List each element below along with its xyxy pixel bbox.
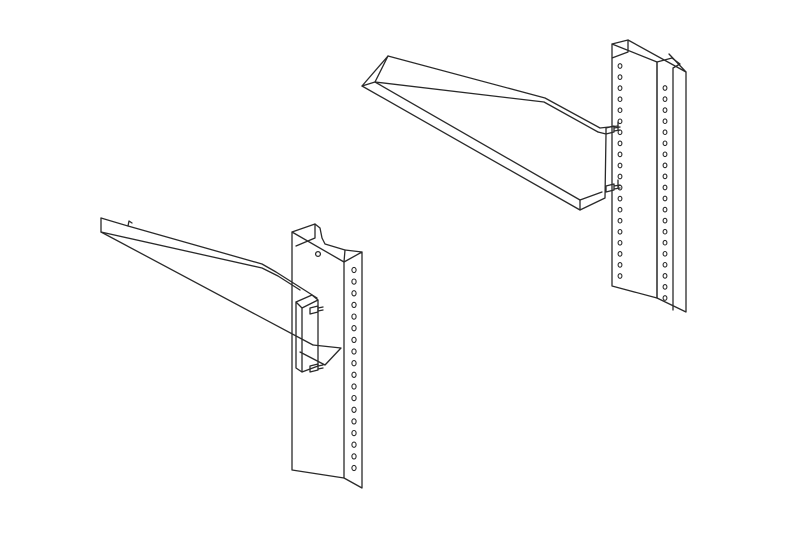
left-bracket-bottom-flange [299,344,342,366]
left-rail-hole-11 [351,383,357,390]
right-rail-side-hole-2 [662,96,668,102]
right-rail-front-hole-1 [617,63,623,69]
left-rail-hole-1 [351,266,357,274]
right-rail-side-hole-8 [662,162,668,169]
right-rail-side-hole-15 [662,239,668,246]
right-bracket-screw-bottom [605,179,621,193]
left-rail-top-return [291,223,316,247]
right-rail-front-hole-2 [617,74,623,80]
left-rail-hole-column [351,266,357,472]
right-rail-top-edge [668,53,687,73]
right-rail-side-hole-5 [662,129,668,136]
left-rail-hole-10 [351,371,357,378]
right-rail-front-hole-18 [617,251,623,257]
right-rail-front-hole-3 [617,85,623,91]
left-screw-top-head [309,305,319,315]
right-rail-side-hole-13 [662,217,668,224]
right-rail-side-hole-1 [662,85,668,91]
left-bracket-screw-bottom [309,363,324,373]
left-rail-hole-12 [351,394,357,402]
left-rail-hole-14 [351,418,357,425]
right-bracket-screw-top [605,121,621,135]
right-bracket-fold-end [374,55,389,83]
right-rail-side-hole-column [662,85,668,301]
right-rail-side-hole-11 [662,195,668,202]
right-rail-side-hole-18 [662,273,668,279]
left-rail-hole-13 [351,406,357,413]
right-bracket-mount-edge [579,131,607,211]
right-rail-side-hole-7 [662,151,668,158]
right-assembly [361,39,687,313]
left-rail-hole-8 [351,348,357,355]
right-rail-front-hole-17 [617,239,623,246]
right-rail-side-hole-14 [662,228,668,235]
right-rail-inner-lip [656,57,681,311]
right-rail-side-hole-17 [662,261,668,268]
right-screw-bottom-head [605,183,615,193]
right-rail-front-hole-9 [617,151,623,158]
left-bracket-screw-top [309,305,324,315]
left-rail-top-hole [314,250,322,258]
left-rail-hole-17 [351,453,357,460]
left-rail-hole-9 [351,360,357,367]
right-rail-side-hole-20 [662,295,668,301]
left-rail-hole-4 [351,301,357,309]
right-rail-side-hole-16 [662,250,668,257]
right-rail-front-hole-11 [617,173,623,180]
left-rail-side-top [344,249,363,253]
right-screw-top-head [605,125,615,135]
right-rail-side-hole-19 [662,284,668,290]
right-cantilever-shelf-bracket [361,55,619,211]
left-rail-hole-6 [351,325,357,332]
right-rail-side-hole-12 [662,206,668,213]
right-rail-top-return [611,39,629,59]
right-rail-side-hole-9 [662,173,668,180]
right-bracket-bottom-flange [579,191,603,201]
left-screw-bottom-head [309,363,319,373]
right-rail-front-hole-19 [617,262,623,268]
right-screw-top-shaft [613,121,621,132]
right-rack-rail [611,39,687,313]
left-rail-hole-2 [351,278,357,285]
right-rail-front-hole-5 [617,107,623,114]
right-rail-side-hole-4 [662,118,668,125]
left-rail-top-lip [314,223,346,263]
right-bracket-web-edge [374,81,599,133]
right-rail-side-hole-3 [662,107,668,113]
right-rail-front-hole-14 [617,206,623,213]
right-rail-front-hole-column [617,63,623,279]
right-rail-front-hole-6 [617,118,623,125]
right-rail-front-hole-8 [617,140,623,147]
left-rail-hole-3 [351,290,357,297]
left-screw-bottom-shaft [317,364,324,370]
left-rack-rail [291,223,363,489]
right-rail-front-hole-20 [617,273,623,279]
right-rail-side-hole-6 [662,140,668,147]
left-bracket-tip [127,220,133,227]
right-rail-side-hole-10 [662,184,668,191]
left-bracket-top-edge [100,217,318,299]
left-bracket-plate-top [295,299,319,309]
right-screw-bottom-shaft [613,179,621,190]
left-rail-hole-18 [351,464,357,472]
right-rail-front-hole-10 [617,162,623,169]
left-rail-hole-16 [351,441,357,448]
left-rail-hole-15 [351,429,357,437]
left-rail-hole-7 [351,336,357,344]
right-rail-front-hole-4 [617,96,623,103]
right-rail-front-hole-15 [617,217,623,224]
left-assembly [100,217,363,489]
left-screw-top-shaft [317,306,324,312]
left-bracket-inner-edge [100,231,301,291]
right-rail-front-hole-13 [617,195,623,202]
right-rail-front-hole-16 [617,228,623,235]
left-rail-hole-5 [351,313,357,320]
left-rail-side-flange [343,251,363,489]
